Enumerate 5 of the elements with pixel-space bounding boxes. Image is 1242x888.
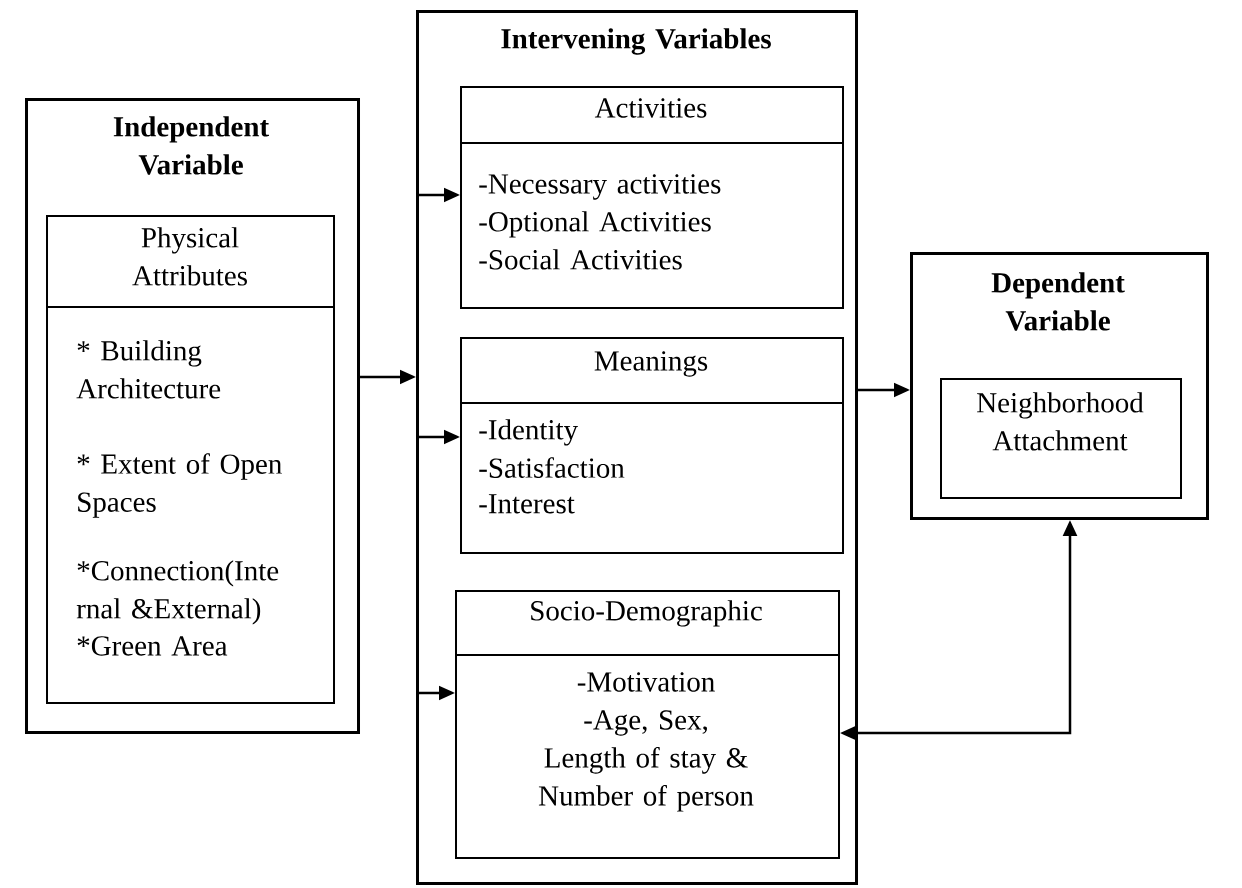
category-box: Physical Attributes * Building Architecture * Extent of Open Spaces *Connection(Inte rnal &External) *Green Area [45, 215, 335, 704]
category-box: Meanings -Identity -Satisfaction -Interest [459, 337, 844, 554]
category-box: Activities -Necessary activities -Optional Activities -Social Activities [459, 86, 844, 309]
category-box: Socio-Demographic -Motivation -Age, Sex, Length of stay & Number of person [454, 590, 840, 859]
category-box: Neighborhood Attachment [940, 378, 1182, 499]
